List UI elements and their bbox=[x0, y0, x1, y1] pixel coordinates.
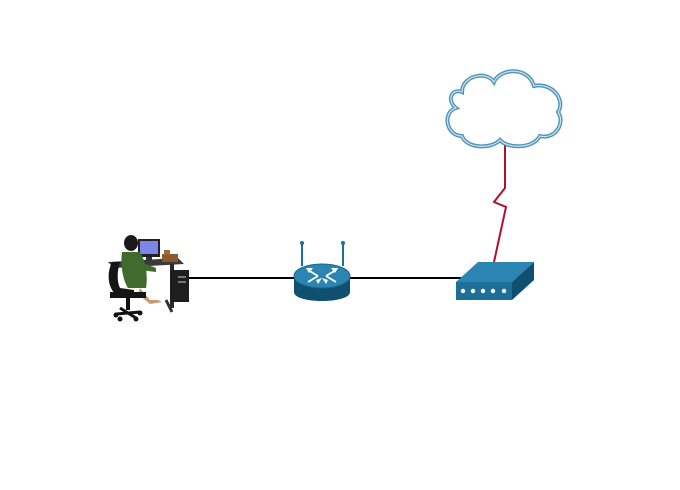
cloud-icon[interactable] bbox=[445, 69, 563, 149]
link-modem-cloud-serial bbox=[492, 145, 508, 263]
modem-status-lights bbox=[460, 288, 507, 294]
wireless-router-icon[interactable] bbox=[293, 241, 351, 301]
person-at-desktop-workstation-icon[interactable] bbox=[108, 235, 189, 322]
cable-dsl-modem-icon[interactable] bbox=[456, 262, 534, 300]
pc-tower bbox=[170, 270, 189, 302]
